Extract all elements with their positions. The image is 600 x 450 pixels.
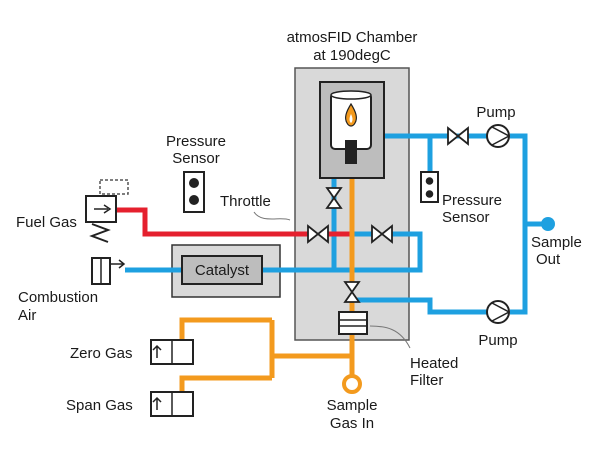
heated-filter <box>338 311 368 335</box>
zero-gas-cylinder-icon <box>150 339 194 365</box>
sample-out-port[interactable] <box>541 217 555 231</box>
pressure-sensor-left-label-line1: Pressure <box>166 133 226 150</box>
pump-bottom-icon <box>486 300 510 324</box>
fuel-regulator-icon <box>85 179 129 243</box>
throttle-valve[interactable] <box>307 224 329 244</box>
sample-lines <box>179 176 355 395</box>
zero-gas-label: Zero Gas <box>70 345 133 362</box>
pump-bottom-label: Pump <box>478 332 517 349</box>
combustion-air-label-line2: Air <box>18 307 36 324</box>
chamber-title-line1: atmosFID Chamber <box>287 29 418 46</box>
sample-out-label-line2: Out <box>536 251 561 268</box>
sample-gas-in-label-line1: Sample <box>327 397 378 414</box>
sample-gas-in-label-line2: Gas In <box>330 415 374 432</box>
combustion-air-inlet-icon <box>91 257 126 285</box>
valves <box>307 126 469 303</box>
fuel-gas-label: Fuel Gas <box>16 214 77 231</box>
flame-unit <box>319 81 385 179</box>
pressure-sensor-right-label-line2: Sensor <box>442 209 490 226</box>
pressure-sensor-left-icon <box>183 171 205 213</box>
pump-top-label: Pump <box>476 104 515 121</box>
sample-out-label-line1: Sample <box>531 234 582 251</box>
pressure-sensor-right-icon <box>420 171 439 203</box>
throttle-label: Throttle <box>220 193 271 210</box>
air-valve-icon[interactable] <box>371 224 393 244</box>
heated-filter-label-line1: Heated <box>410 355 458 372</box>
catalyst-label: Catalyst <box>195 262 250 279</box>
exhaust-valve-icon[interactable] <box>447 126 469 146</box>
pressure-sensor-left-label-line2: Sensor <box>172 150 220 167</box>
heated-filter-label-line2: Filter <box>410 372 443 389</box>
span-gas-cylinder-icon <box>150 391 194 417</box>
chamber-title-line2: at 190degC <box>313 47 391 64</box>
sample-gas-in-port[interactable] <box>342 374 362 394</box>
pressure-sensor-right-label-line1: Pressure <box>442 192 502 209</box>
span-gas-label: Span Gas <box>66 397 133 414</box>
combustion-air-label-line1: Combustion <box>18 289 98 306</box>
pump-top-icon <box>486 124 510 148</box>
catalyst-element <box>181 255 263 285</box>
sample-valve-icon[interactable] <box>343 281 361 303</box>
fuel-vertical-valve-icon[interactable] <box>325 187 343 209</box>
leader-lines <box>253 211 411 349</box>
